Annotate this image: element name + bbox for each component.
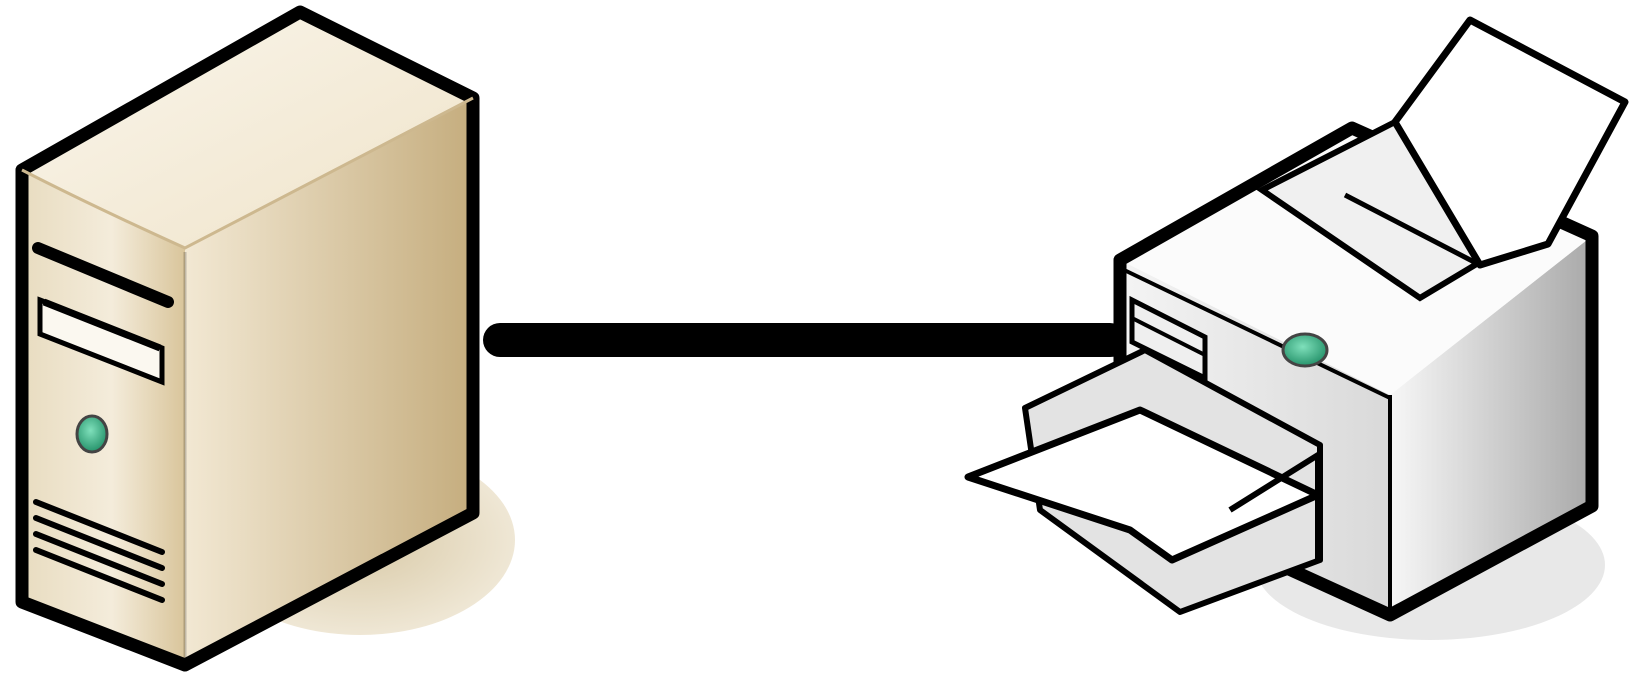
power-led-icon <box>77 416 107 452</box>
desktop-tower-icon <box>22 12 515 665</box>
printer-status-led-icon <box>1283 334 1327 366</box>
